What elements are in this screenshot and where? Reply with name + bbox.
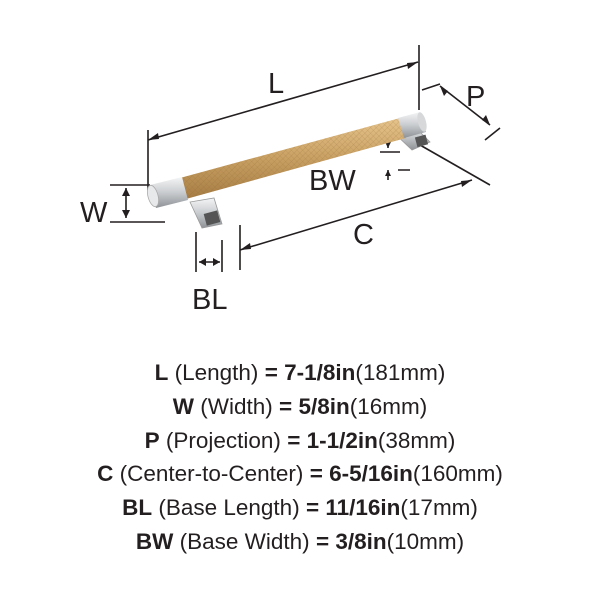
label-C: C [353,219,374,251]
spec-row: P (Projection) = 1-1/2in(38mm) [0,424,600,458]
spec-eq: = [287,427,301,453]
pull-handle-diagram: L P W BW C BL [80,45,501,316]
spec-code: P [144,427,160,453]
spec-name: (Base Length) [158,495,300,521]
spec-inch: 1-1/2in [306,427,378,453]
spec-eq: = [309,461,323,487]
label-L: L [268,68,284,100]
spec-row: BW (Base Width) = 3/8in(10mm) [0,525,600,559]
spec-mm: (16mm) [349,393,428,419]
spec-code: BL [122,495,153,521]
spec-inch: 11/16in [325,495,401,521]
spec-mm: (181mm) [355,360,446,385]
spec-row: C (Center-to-Center) = 6-5/16in(160mm) [0,457,600,491]
spec-mm: (38mm) [377,427,456,453]
spec-inch: 7-1/8in [284,360,356,385]
spec-eq: = [264,360,278,385]
spec-name: (Length) [174,360,259,385]
spec-code: L [154,360,169,385]
spec-row: BL (Base Length) = 11/16in(17mm) [0,491,600,525]
handle [146,112,431,229]
label-BL: BL [192,284,227,316]
spec-mm: (10mm) [386,528,465,554]
spec-inch: 5/8in [298,393,350,419]
spec-eq: = [279,393,293,419]
spec-eq: = [315,528,330,554]
label-BW: BW [309,165,356,197]
spec-code: BW [135,528,174,554]
spec-name: (Base Width) [179,528,310,554]
spec-row: W (Width) = 5/8in(16mm) [0,390,600,424]
spec-inch: 3/8in [335,528,387,554]
spec-eq: = [305,495,320,521]
spec-row: L (Length) = 7-1/8in(181mm) [0,356,600,390]
dimension-lines [110,45,501,272]
spec-mm: (17mm) [400,495,478,521]
spec-name: (Center-to-Center) [119,461,304,487]
spec-list: L (Length) = 7-1/8in(181mm) W (Width) = … [0,356,600,559]
spec-mm: (160mm) [412,461,503,487]
spec-name: (Projection) [165,427,281,453]
spec-inch: 6-5/16in [329,461,413,487]
spec-code: C [97,461,114,487]
spec-name: (Width) [200,393,273,419]
label-W: W [80,197,108,229]
label-P: P [466,81,485,113]
spec-code: W [172,393,195,419]
